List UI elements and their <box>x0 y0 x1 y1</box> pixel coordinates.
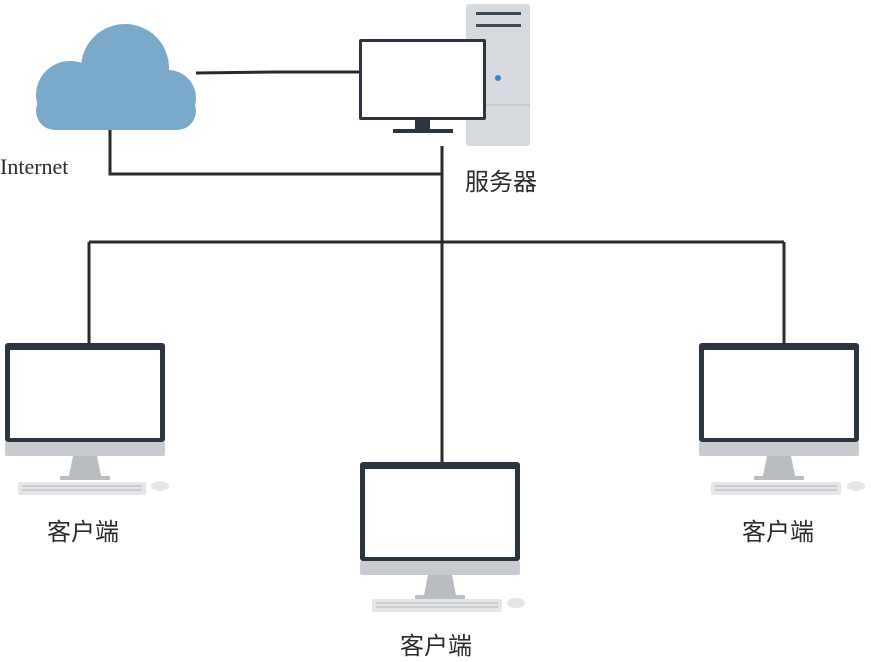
edge-cloud-hub <box>108 130 442 176</box>
edge-cloud-server <box>195 70 360 75</box>
client-left-label: 客户端 <box>47 518 119 546</box>
server-label: 服务器 <box>465 168 537 196</box>
client-left-computer-icon <box>5 343 169 495</box>
client-center-label: 客户端 <box>400 632 472 660</box>
client-center-computer-icon <box>360 462 525 612</box>
server-monitor-icon <box>359 39 486 133</box>
client-right-label: 客户端 <box>742 518 814 546</box>
client-right-computer-icon <box>699 343 865 495</box>
cloud-icon <box>36 24 196 130</box>
connection-lines <box>87 70 786 463</box>
internet-label: Internet <box>0 154 68 179</box>
